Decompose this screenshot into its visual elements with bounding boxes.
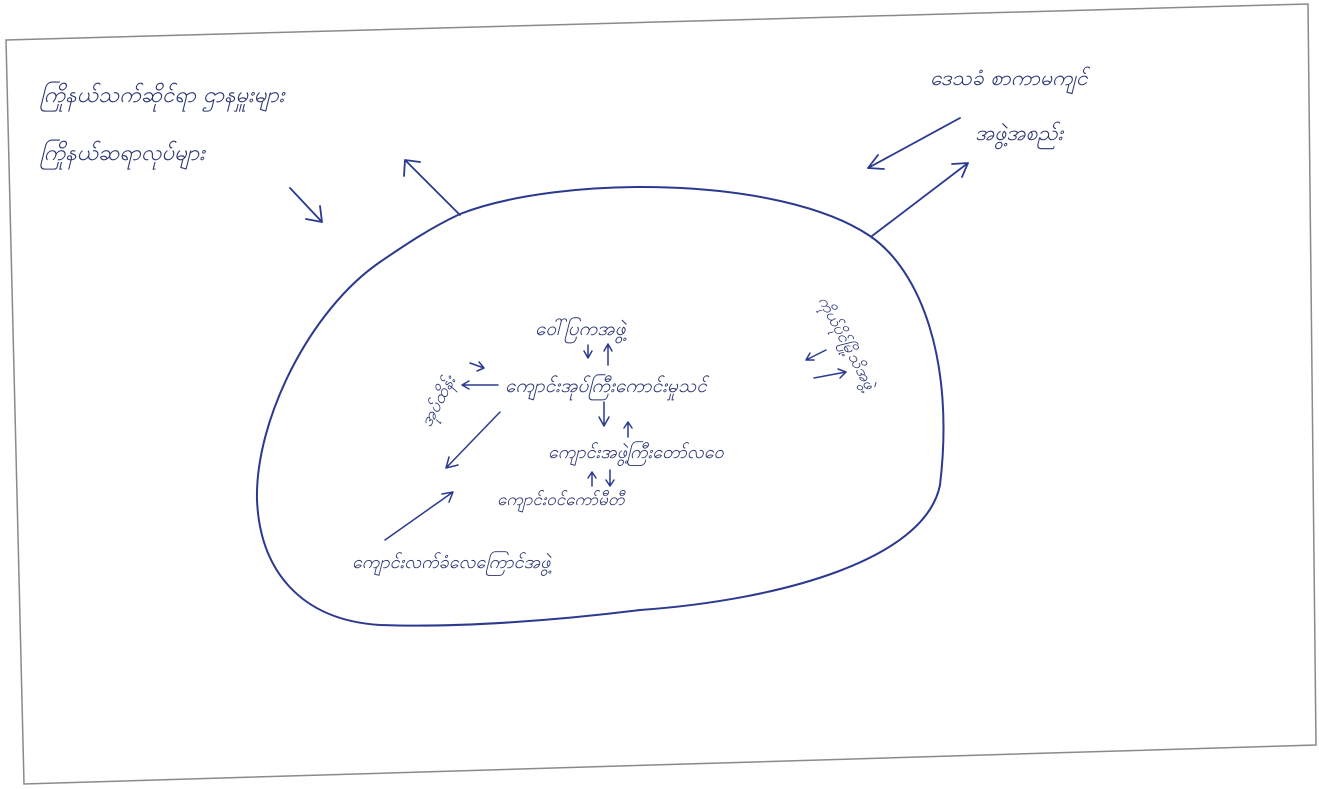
- arrow-center-down: [598, 401, 610, 427]
- arrow-out-top-left: [403, 159, 461, 216]
- paper-border: [5, 3, 1317, 785]
- arrow-diag-left: [445, 411, 501, 469]
- note-top-center: ဝေါ်ပြကအဖွဲ့: [535, 317, 628, 344]
- note-right-side: ကိုယ်ပိုင်မြို့သိအဖွဲ့: [811, 293, 880, 396]
- arrow-right: [813, 368, 847, 379]
- arrow-bottom-left: [384, 491, 454, 541]
- arrow-in-top-left: [289, 187, 323, 223]
- arrow-top-up: [603, 343, 613, 366]
- note-left-side: အုပ်ထိန်း: [417, 371, 464, 432]
- arrow-lower-down: [605, 469, 615, 487]
- arrow-center-up: [623, 421, 633, 438]
- note-top-right-line1: ဒေသခံ စာကာမကျင်: [930, 66, 1091, 95]
- note-center: ကျောင်းအုပ်ကြီးကောင်းမှုသင်: [505, 374, 710, 401]
- central-ellipse: [255, 186, 945, 627]
- arrow-in-top-right: [867, 117, 961, 170]
- arrow-right-small: [805, 349, 827, 361]
- note-top-right-line2: အဖွဲ့အစည်း: [975, 121, 1065, 150]
- note-lower-center: ကျောင်းဝင်ကော်မီတီ: [497, 490, 627, 513]
- note-top-left-line2: ကြိုနယ်ဆရာလုပ်များ: [40, 139, 206, 170]
- arrow-out-top-right: [871, 162, 969, 237]
- note-top-left-line1: ကြိုနယ်သက်ဆိုင်ရာ ဌာနမှူးများ: [40, 81, 286, 112]
- note-bottom-left: ကျောင်းလက်ခံလေကြောင်အဖွဲ့: [352, 551, 553, 576]
- arrow-lower-up: [587, 471, 597, 487]
- note-mid-lower: ကျောင်းအဖွဲ့ကြီးတော်လဝေ: [548, 441, 725, 466]
- arrow-left-small: [469, 361, 485, 372]
- arrow-left: [461, 380, 499, 390]
- arrow-top-down: [583, 344, 593, 359]
